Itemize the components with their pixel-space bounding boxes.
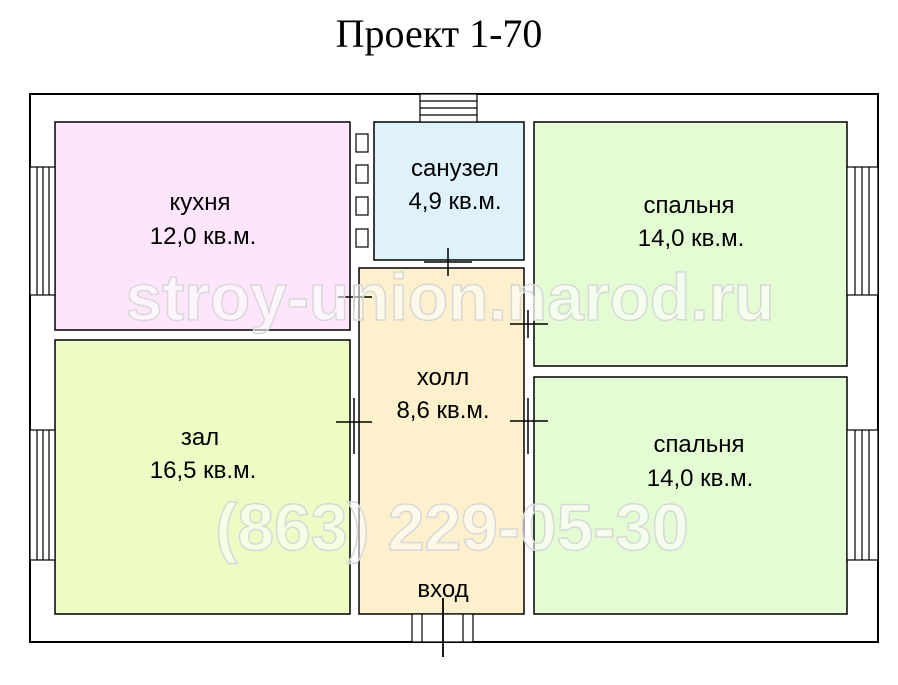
room-bedroom-2 xyxy=(533,376,848,615)
room-bedroom-1-name: спальня xyxy=(643,192,734,219)
room-kitchen xyxy=(54,121,351,331)
room-living-area: 16,5 кв.м. xyxy=(150,457,256,484)
room-bathroom-area: 4,9 кв.м. xyxy=(408,188,501,215)
window-right-bedroom-1 xyxy=(846,166,879,296)
watermark-site: stroy-union.narod.ru xyxy=(126,260,775,334)
page-title: Проект 1-70 xyxy=(335,11,543,56)
room-bedroom-2-name: спальня xyxy=(653,431,744,458)
top-window xyxy=(419,93,478,123)
ventilation-blocks xyxy=(355,133,369,248)
room-bathroom-name: санузел xyxy=(411,155,499,182)
window-right-bedroom-2 xyxy=(846,429,879,561)
room-living xyxy=(54,339,351,615)
room-hall-area: 8,6 кв.м. xyxy=(396,397,489,424)
room-bedroom-2-area: 14,0 кв.м. xyxy=(647,465,753,492)
room-hall-name: холл xyxy=(417,364,470,391)
window-left-living xyxy=(29,429,56,561)
room-kitchen-name: кухня xyxy=(169,189,230,216)
room-bedroom-1 xyxy=(533,121,848,367)
door-markers xyxy=(336,248,548,454)
watermark-phone: (863) 229-05-30 xyxy=(215,490,688,564)
room-bathroom xyxy=(373,121,525,261)
entrance-label: вход xyxy=(417,576,468,603)
room-kitchen-area: 12,0 кв.м. xyxy=(150,223,256,250)
window-left-kitchen xyxy=(29,166,56,296)
room-bedroom-1-area: 14,0 кв.м. xyxy=(638,225,744,252)
room-living-name: зал xyxy=(181,424,219,451)
